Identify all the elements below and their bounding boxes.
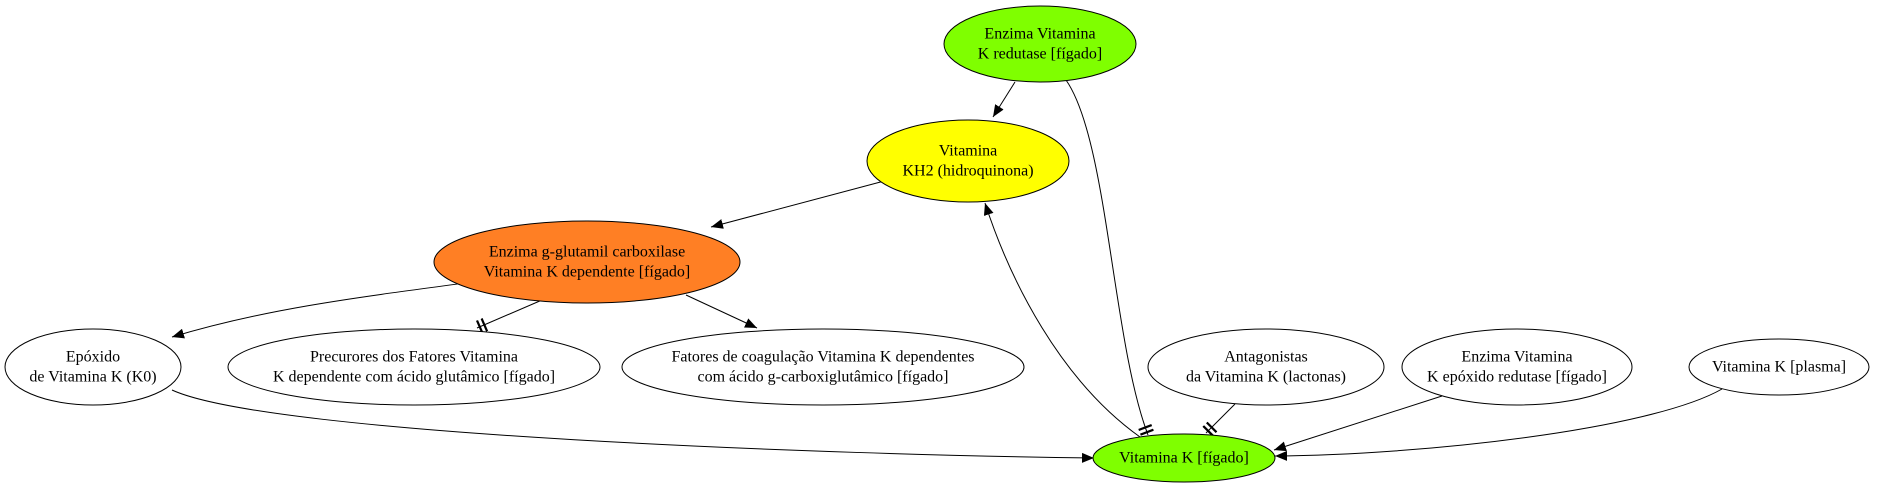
node-label-line: Epóxido (66, 349, 120, 366)
edge-antagonistas-to-k-figado (1202, 403, 1236, 437)
node-shape (227, 328, 601, 406)
node-label-line: K redutase [fígado] (978, 46, 1102, 63)
node-label-line: Antagonistas (1224, 349, 1308, 366)
node-epoxido-redutase: Enzima Vitamina K epóxido redutase [fígad… (1401, 328, 1633, 406)
node-label-line: K dependente com ácido glutâmico [fígado… (273, 369, 555, 386)
edges-layer (171, 79, 1723, 463)
node-label-line: K epóxido redutase [fígado] (1427, 369, 1607, 386)
edge-carboxilase-to-fatores (685, 294, 758, 329)
node-epoxido: Epóxido de Vitamina K (K0) (4, 328, 182, 406)
edge-kh2-to-carboxilase (710, 179, 889, 229)
node-label-line: Fatores de coagulação Vitamina K depende… (671, 349, 974, 366)
node-label-line: Enzima Vitamina (1461, 349, 1572, 366)
node-shape (1147, 328, 1385, 406)
nodes-layer: Enzima Vitamina K redutase [fígado] Vitami… (4, 5, 1870, 483)
node-label-line: KH2 (hidroquinona) (902, 163, 1033, 180)
node-label-line: da Vitamina K (lactonas) (1186, 369, 1346, 386)
edge-k-redutase-to-k-figado (1065, 79, 1154, 436)
node-antagonistas: Antagonistas da Vitamina K (lactonas) (1147, 328, 1385, 406)
node-label-line: Enzima Vitamina (984, 26, 1095, 43)
node-shape (1092, 433, 1276, 483)
node-shape (1401, 328, 1633, 406)
edge-carboxilase-to-epoxido (171, 279, 489, 339)
node-fatores: Fatores de coagulação Vitamina K depende… (621, 328, 1025, 406)
edge-epoxido-to-k-figado (171, 389, 1095, 463)
node-label-line: Enzima g-glutamil carboxilase (489, 244, 685, 261)
node-shape (1688, 338, 1870, 396)
node-shape (4, 328, 182, 406)
node-shape (621, 328, 1025, 406)
node-k-figado: Vitamina K [fígado] (1092, 433, 1276, 483)
edge-k-redutase-to-kh2 (992, 81, 1016, 118)
edge-epoxido-redutase-to-k-figado (1273, 395, 1443, 452)
edge-k-figado-to-kh2 (983, 202, 1141, 438)
node-label-line: Vitamina K [fígado] (1119, 450, 1249, 467)
node-label-line: com ácido g-carboxiglutâmico [fígado] (697, 369, 948, 386)
node-precursores: Precurores dos Fatores Vitamina K depende… (227, 328, 601, 406)
node-label-line: Vitamina (939, 143, 998, 160)
edge-plasma-to-k-figado (1274, 388, 1723, 461)
node-plasma: Vitamina K [plasma] (1688, 338, 1870, 396)
node-label-line: Precurores dos Fatores Vitamina (310, 349, 518, 366)
node-k-redutase: Enzima Vitamina K redutase [fígado] (943, 5, 1137, 83)
node-shape (866, 119, 1070, 203)
node-label-line: Vitamina K dependente [fígado] (484, 264, 691, 281)
node-shape (433, 220, 741, 304)
node-shape (943, 5, 1137, 83)
node-label-line: Vitamina K [plasma] (1712, 359, 1846, 376)
node-label-line: de Vitamina K (K0) (29, 369, 156, 386)
